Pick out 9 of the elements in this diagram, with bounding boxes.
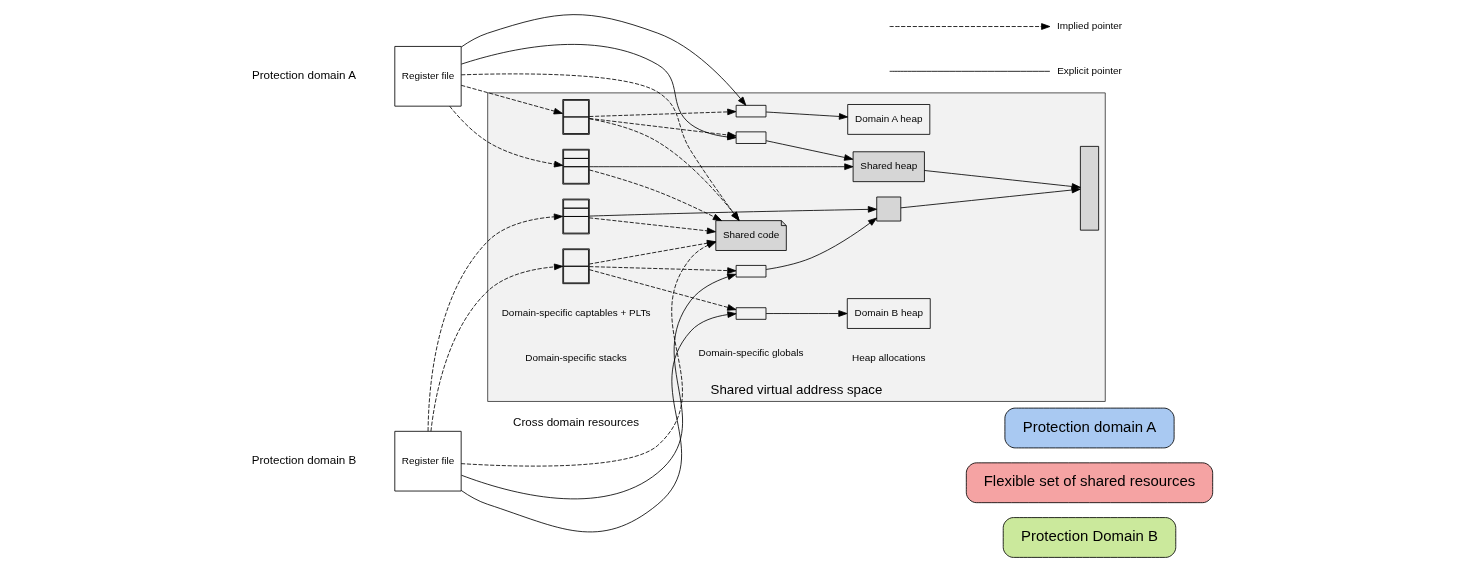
label: Cross domain resources (513, 415, 639, 429)
label: Heap allocations (852, 351, 926, 363)
legend-label: Explicit pointer (1057, 64, 1122, 76)
label: Domain-specific globals (698, 346, 804, 358)
label: Domain-specific stacks (525, 351, 627, 363)
label: Protection domain B (251, 453, 357, 467)
label: Domain-specific captables + PLTs (501, 307, 651, 319)
legend-label: Implied pointer (1056, 20, 1123, 32)
label: Protection domain A (252, 68, 356, 82)
